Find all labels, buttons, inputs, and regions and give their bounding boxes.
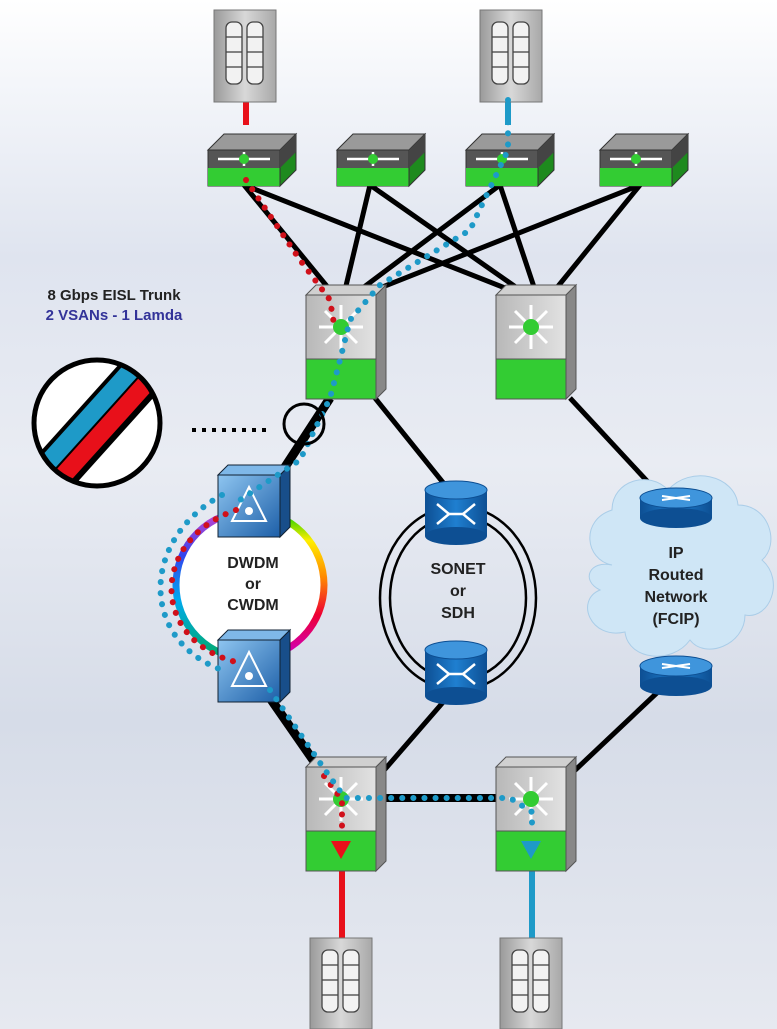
ip-label-3: Network bbox=[644, 589, 707, 606]
ip-cloud bbox=[587, 475, 774, 657]
ip-label-2: Routed bbox=[648, 567, 703, 584]
fabric-switch-icon bbox=[464, 132, 556, 188]
ip-label-1: IP bbox=[668, 545, 683, 562]
optical-mux-icon bbox=[216, 463, 292, 539]
dwdm-label-2: or bbox=[245, 576, 261, 593]
storage-array-icon bbox=[213, 9, 277, 103]
optical-mux-icon bbox=[216, 628, 292, 704]
mds-director-icon bbox=[494, 755, 578, 873]
fabric-switch-icon bbox=[598, 132, 690, 188]
fabric-switch-icon bbox=[335, 132, 427, 188]
trunk-subtitle: 2 VSANs - 1 Lamda bbox=[46, 307, 183, 324]
sonet-label-3: SDH bbox=[441, 605, 475, 622]
trunk-magnifier bbox=[31, 357, 326, 489]
storage-array-icon bbox=[479, 9, 543, 103]
router-icon bbox=[639, 487, 713, 528]
blue-vsan-path bbox=[157, 97, 535, 833]
storage-array-icon bbox=[309, 937, 373, 1029]
router-icon bbox=[424, 640, 488, 705]
mds-director-icon bbox=[304, 755, 388, 873]
trunk-title: 8 Gbps EISL Trunk bbox=[47, 287, 181, 304]
sonet-label-2: or bbox=[450, 583, 466, 600]
fabric-switch-icon bbox=[206, 132, 298, 188]
ip-label-4: (FCIP) bbox=[652, 611, 699, 628]
dwdm-label-1: DWDM bbox=[227, 555, 279, 572]
dwdm-label-3: CWDM bbox=[227, 597, 279, 614]
sonet-label-1: SONET bbox=[430, 561, 485, 578]
router-icon bbox=[639, 655, 713, 696]
red-vsan-path bbox=[168, 177, 345, 833]
router-icon bbox=[424, 480, 488, 545]
mds-director-icon bbox=[494, 283, 578, 401]
storage-array-icon bbox=[499, 937, 563, 1029]
